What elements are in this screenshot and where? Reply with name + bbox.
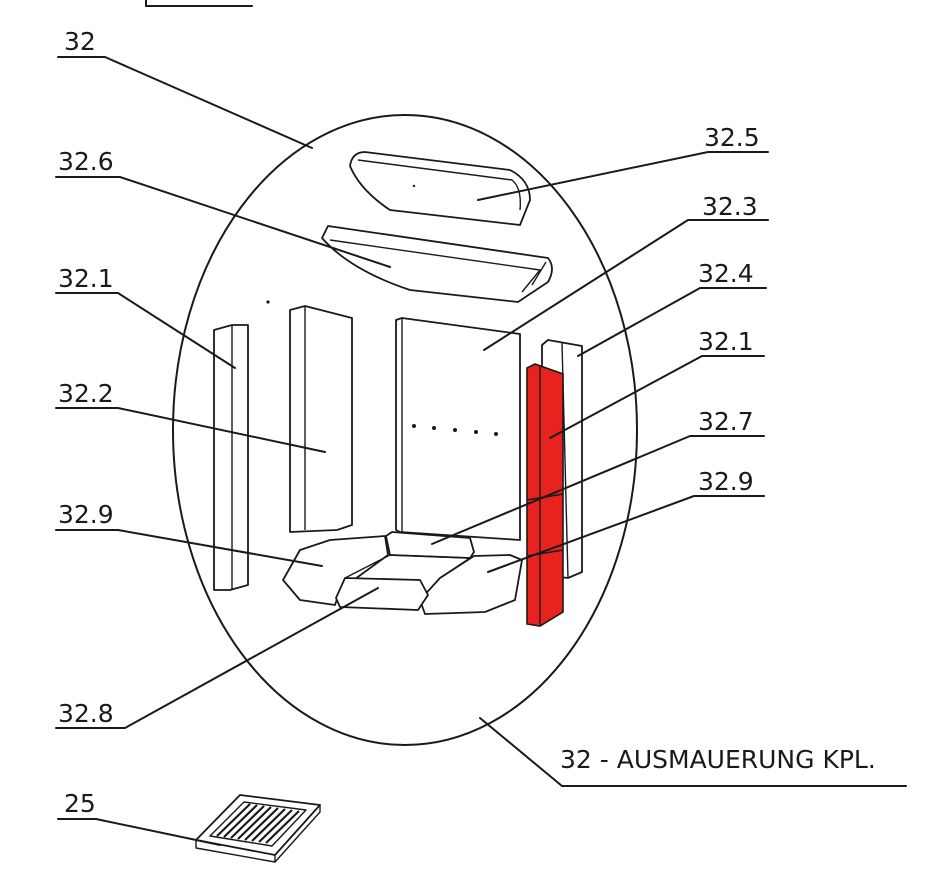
label-32-1-right: 32.1 xyxy=(698,327,754,356)
callout-32-4: 32.4 xyxy=(577,259,767,357)
callout-32-1-right: 32.1 xyxy=(549,327,765,439)
label-32-2: 32.2 xyxy=(58,379,114,408)
speck xyxy=(412,184,416,188)
callout-32-1-left: 32.1 xyxy=(55,264,236,369)
caption-text: 32 - AUSMAUERUNG KPL. xyxy=(560,745,876,774)
part-32-5-baffle[interactable] xyxy=(349,151,531,226)
label-32-4: 32.4 xyxy=(698,259,754,288)
part-32-1-right-highlighted[interactable] xyxy=(526,363,564,627)
callout-32-7: 32.7 xyxy=(431,407,765,545)
label-25: 25 xyxy=(64,789,96,818)
label-32-8: 32.8 xyxy=(58,699,114,728)
assembly-oval xyxy=(172,114,638,746)
label-32-6: 32.6 xyxy=(58,147,114,176)
callout-32-5: 32.5 xyxy=(477,123,769,201)
partial-top-label: ... xyxy=(145,0,253,7)
label-32-9-right: 32.9 xyxy=(698,467,754,496)
top-partial-label-text: ... xyxy=(150,0,174,4)
callout-25: 25 xyxy=(57,789,221,846)
part-25-ash-pan[interactable] xyxy=(195,794,321,863)
callout-caption: 32 - AUSMAUERUNG KPL. xyxy=(479,717,907,787)
speck xyxy=(266,300,270,304)
callout-32-2: 32.2 xyxy=(55,379,326,453)
callout-32-3: 32.3 xyxy=(483,192,769,351)
part-32-9-right-floor[interactable] xyxy=(419,554,523,615)
label-32-5: 32.5 xyxy=(704,123,760,152)
callout-32-9-left: 32.9 xyxy=(55,500,323,567)
part-32-6-baffle[interactable] xyxy=(321,225,553,303)
label-32-9-left: 32.9 xyxy=(58,500,114,529)
part-32-9-left-floor[interactable] xyxy=(282,535,389,606)
label-32: 32 xyxy=(64,27,96,56)
label-32-7: 32.7 xyxy=(698,407,754,436)
label-32-1-left: 32.1 xyxy=(58,264,114,293)
part-32-8-floor-center[interactable] xyxy=(335,554,471,611)
callout-32: 32 xyxy=(57,27,313,149)
label-32-3: 32.3 xyxy=(702,192,758,221)
callout-32-9-right: 32.9 xyxy=(487,467,765,573)
part-32-2-left-panel[interactable] xyxy=(289,305,353,533)
callout-32-8: 32.8 xyxy=(55,587,379,729)
callout-32-6: 32.6 xyxy=(55,147,391,268)
part-32-3-back-panel[interactable] xyxy=(395,317,521,541)
part-32-1-left-side[interactable] xyxy=(213,324,249,591)
